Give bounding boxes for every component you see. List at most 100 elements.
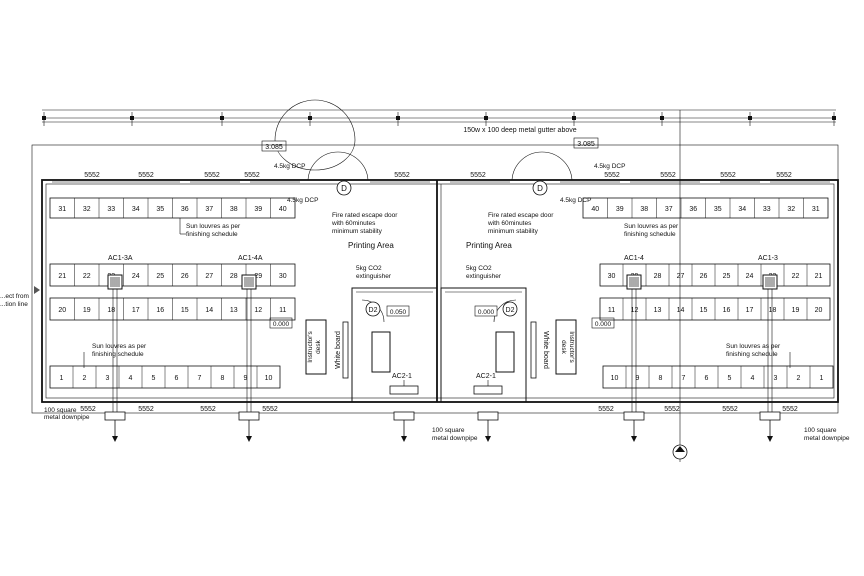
window-code: 5552 bbox=[470, 172, 486, 179]
seat-number: 39 bbox=[616, 206, 624, 213]
whiteboard-left: White board bbox=[335, 321, 349, 379]
printer-box-right bbox=[495, 331, 515, 373]
dimension-node bbox=[572, 116, 576, 120]
dcp-small-left: 4.5kg DCP bbox=[287, 197, 318, 204]
seat-number: 39 bbox=[254, 206, 262, 213]
window-code: 5552 bbox=[782, 406, 798, 413]
window-code: 5552 bbox=[200, 406, 216, 413]
seat-number: 2 bbox=[797, 375, 801, 382]
window-code: 5552 bbox=[720, 172, 736, 179]
window-code: 5552 bbox=[138, 172, 154, 179]
level-tag-right: 0.000 bbox=[591, 317, 615, 329]
seat-number: 40 bbox=[591, 206, 599, 213]
seat-number: 37 bbox=[205, 206, 213, 213]
seat-number: 25 bbox=[156, 273, 164, 280]
svg-text:0.000: 0.000 bbox=[595, 321, 612, 328]
svg-text:D2: D2 bbox=[369, 307, 378, 314]
level-tag-center-left: 0.050 bbox=[386, 305, 410, 317]
seat-number: 28 bbox=[230, 273, 238, 280]
window-code: 5552 bbox=[776, 172, 792, 179]
seat-number: 5 bbox=[728, 375, 732, 382]
seat-number: 10 bbox=[265, 375, 273, 382]
svg-text:D2: D2 bbox=[506, 307, 515, 314]
seat-number: 30 bbox=[608, 273, 616, 280]
downpipes bbox=[104, 411, 781, 442]
seat-number: 33 bbox=[107, 206, 115, 213]
window-code: 5552 bbox=[80, 406, 96, 413]
window-code: 5552 bbox=[244, 172, 260, 179]
ac-units bbox=[107, 274, 778, 418]
seat-number: 12 bbox=[631, 307, 639, 314]
top-dimension-line bbox=[42, 109, 836, 126]
seat-number: 2 bbox=[83, 375, 87, 382]
dcp-label-left: 4.5kg DCP bbox=[274, 163, 305, 170]
seat-number: 13 bbox=[230, 307, 238, 314]
ac-label-right-b: AC1-3 bbox=[758, 255, 778, 262]
seat-number: 7 bbox=[198, 375, 202, 382]
seat-number: 1 bbox=[60, 375, 64, 382]
svg-text:0.050: 0.050 bbox=[390, 309, 407, 316]
svg-text:3.085: 3.085 bbox=[265, 144, 283, 151]
seat-number: 40 bbox=[279, 206, 287, 213]
seat-number: 12 bbox=[254, 307, 262, 314]
seat-number: 31 bbox=[58, 206, 66, 213]
level-tag-center-right: 0.000 bbox=[474, 305, 498, 317]
seat-number: 11 bbox=[279, 307, 286, 314]
seat-number: 24 bbox=[132, 273, 140, 280]
ac-label-left-b: AC1-4A bbox=[238, 255, 263, 262]
svg-text:3.085: 3.085 bbox=[577, 141, 595, 148]
seat-number: 25 bbox=[723, 273, 731, 280]
dimension-tag-left: 3.085 bbox=[261, 140, 287, 152]
seat-number: 3 bbox=[106, 375, 110, 382]
downpipe-box bbox=[238, 411, 260, 421]
seat-number: 27 bbox=[677, 273, 685, 280]
seat-number: 14 bbox=[205, 307, 213, 314]
downpipe-box bbox=[477, 411, 499, 421]
window-code: 5552 bbox=[84, 172, 100, 179]
instructor-desk-right: Instructor'sdesk bbox=[555, 319, 577, 375]
seat-number: 5 bbox=[152, 375, 156, 382]
window-code: 5552 bbox=[262, 406, 278, 413]
printer-box-left bbox=[371, 331, 391, 373]
downpipe-box bbox=[759, 411, 781, 421]
window-code: 5552 bbox=[604, 172, 620, 179]
seat-number: 9 bbox=[636, 375, 640, 382]
svg-text:0.000: 0.000 bbox=[273, 321, 290, 328]
seat-number: 33 bbox=[763, 206, 771, 213]
downpipe-arrow bbox=[112, 436, 118, 442]
seat-number: 21 bbox=[815, 273, 823, 280]
seat-number: 36 bbox=[689, 206, 697, 213]
connection-arrow bbox=[34, 286, 40, 294]
downpipe-box bbox=[104, 411, 126, 421]
downpipe-arrow bbox=[767, 436, 773, 442]
seat-number: 6 bbox=[705, 375, 709, 382]
seat-number: 16 bbox=[156, 307, 164, 314]
dimension-node bbox=[42, 116, 46, 120]
svg-text:D: D bbox=[341, 184, 347, 193]
seat-number: 24 bbox=[746, 273, 754, 280]
seat-number: 35 bbox=[156, 206, 164, 213]
seat-number: 22 bbox=[792, 273, 800, 280]
connection-note: ...ect from...tion line bbox=[0, 293, 29, 308]
seat-number: 17 bbox=[746, 307, 754, 314]
downpipe-arrow bbox=[401, 436, 407, 442]
seat-number: 3 bbox=[774, 375, 778, 382]
whiteboard-right: White board bbox=[530, 321, 549, 379]
downpipe-arrow bbox=[631, 436, 637, 442]
seat-number: 27 bbox=[205, 273, 213, 280]
seat-number: 17 bbox=[132, 307, 140, 314]
ac-label-left-a: AC1-3A bbox=[108, 255, 133, 262]
roof-arc-lower bbox=[274, 139, 356, 171]
dimension-tag-right: 3.085 bbox=[573, 137, 599, 149]
dimension-node bbox=[130, 116, 134, 120]
workstation-rows: 3132333435363738394021222324252627282930… bbox=[49, 197, 834, 389]
seat-number: 38 bbox=[640, 206, 648, 213]
